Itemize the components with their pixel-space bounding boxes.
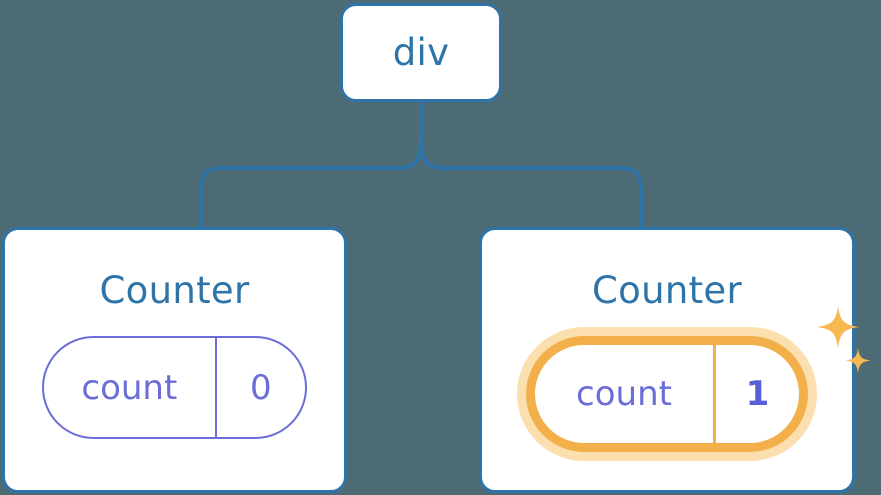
connector-to-right-child <box>419 139 643 227</box>
state-pill-wrap-left: count 0 <box>42 336 307 439</box>
node-div[interactable]: div <box>340 3 502 102</box>
node-counter-left-title: Counter <box>99 269 250 312</box>
state-pill-right-divider <box>713 345 716 443</box>
node-div-label: div <box>392 31 450 74</box>
state-pill-left-value: 0 <box>250 367 272 408</box>
state-pill-left-divider <box>214 338 217 437</box>
node-counter-right[interactable]: Counter count 1 <box>479 227 870 493</box>
state-pill-left-key: count <box>81 367 178 408</box>
state-pill-right-value: 1 <box>745 374 770 414</box>
node-counter-left[interactable]: Counter count 0 <box>2 227 347 493</box>
connector-to-left-child <box>199 139 423 227</box>
state-pill-left[interactable]: count 0 <box>42 336 307 439</box>
node-counter-right-title: Counter <box>592 269 742 312</box>
state-pill-right[interactable]: count 1 <box>526 336 808 452</box>
sparkle-large-icon <box>817 306 859 348</box>
state-pill-right-key: count <box>576 374 672 414</box>
state-pill-wrap-right: count 1 <box>526 306 870 452</box>
